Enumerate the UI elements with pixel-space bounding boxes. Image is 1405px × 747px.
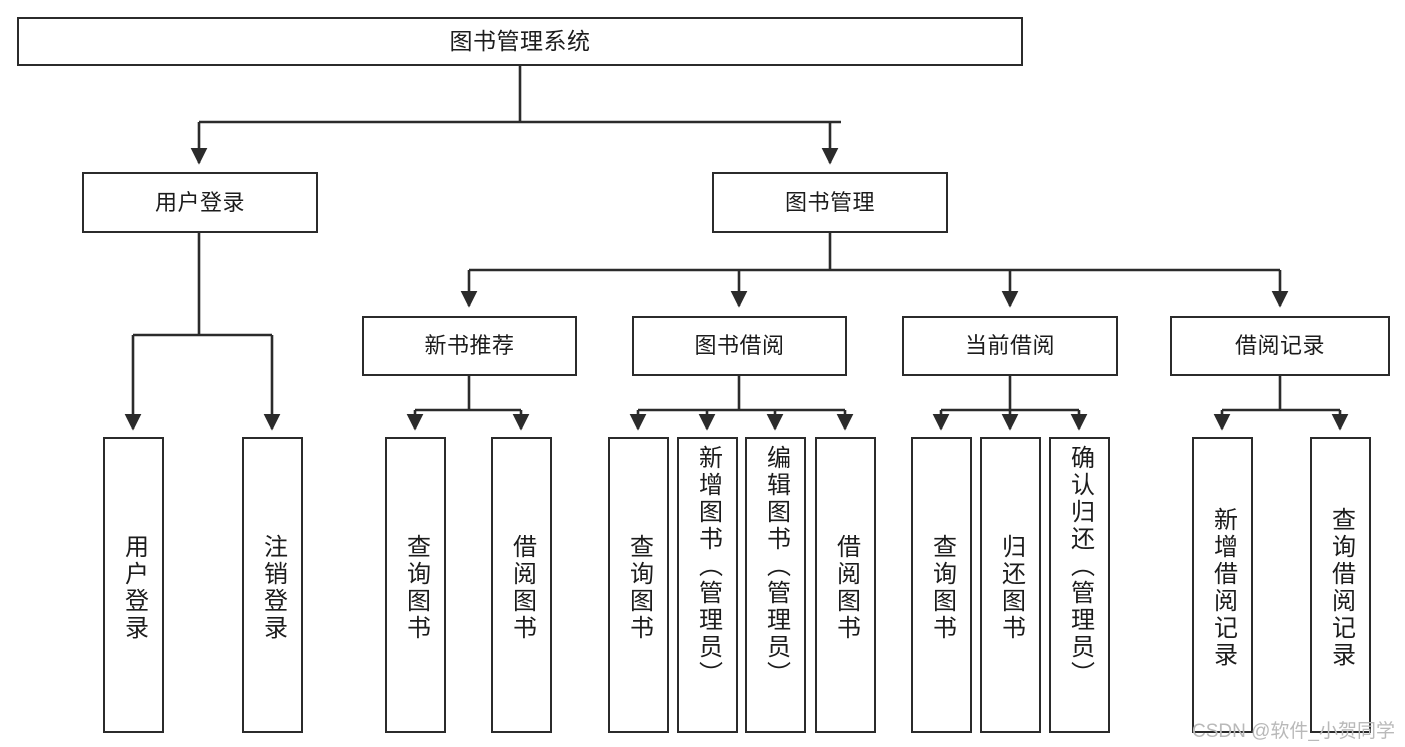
- leaf-edit-book[interactable]: 编辑图书（管理员）: [745, 437, 806, 733]
- node-book-management[interactable]: 图书管理: [712, 172, 948, 233]
- node-label: 编辑图书（管理员）: [762, 445, 790, 688]
- node-label: 图书管理系统: [449, 27, 591, 54]
- node-label: 查询图书: [625, 534, 653, 642]
- leaf-add-book[interactable]: 新增图书（管理员）: [677, 437, 738, 733]
- node-label: 图书借阅: [694, 333, 785, 359]
- node-label: 查询图书: [928, 534, 956, 642]
- node-label: 用户登录: [154, 189, 245, 215]
- node-label: 借阅图书: [832, 534, 860, 642]
- node-label: 新书推荐: [424, 333, 515, 359]
- node-current-borrow[interactable]: 当前借阅: [902, 316, 1118, 376]
- leaf-user-login[interactable]: 用户登录: [103, 437, 164, 733]
- node-label: 新增图书（管理员）: [694, 445, 722, 688]
- node-label: 新增借阅记录: [1209, 507, 1237, 669]
- leaf-logout-login[interactable]: 注销登录: [242, 437, 303, 733]
- leaf-confirm-return[interactable]: 确认归还（管理员）: [1049, 437, 1110, 733]
- node-label: 注销登录: [259, 534, 287, 642]
- leaf-query-book-2[interactable]: 查询图书: [608, 437, 669, 733]
- leaf-query-book-3[interactable]: 查询图书: [911, 437, 972, 733]
- leaf-borrow-book-2[interactable]: 借阅图书: [815, 437, 876, 733]
- leaf-add-borrow-record[interactable]: 新增借阅记录: [1192, 437, 1253, 733]
- leaf-query-book-1[interactable]: 查询图书: [385, 437, 446, 733]
- node-label: 图书管理: [784, 189, 875, 215]
- node-label: 查询图书: [402, 534, 430, 642]
- node-label: 归还图书: [997, 534, 1025, 642]
- node-label: 当前借阅: [964, 333, 1055, 359]
- csdn-watermark: CSDN @软件_小贺同学: [1192, 721, 1395, 742]
- node-label: 借阅图书: [508, 534, 536, 642]
- leaf-return-book[interactable]: 归还图书: [980, 437, 1041, 733]
- node-borrow-record[interactable]: 借阅记录: [1170, 316, 1390, 376]
- node-label: 确认归还（管理员）: [1066, 445, 1094, 688]
- node-label: 借阅记录: [1234, 333, 1325, 359]
- node-user-login[interactable]: 用户登录: [82, 172, 318, 233]
- node-new-book-recommend[interactable]: 新书推荐: [362, 316, 577, 376]
- node-root-book-management-system[interactable]: 图书管理系统: [17, 17, 1023, 66]
- leaf-borrow-book-1[interactable]: 借阅图书: [491, 437, 552, 733]
- node-label: 查询借阅记录: [1327, 507, 1355, 669]
- leaf-query-borrow-record[interactable]: 查询借阅记录: [1310, 437, 1371, 733]
- node-book-borrow[interactable]: 图书借阅: [632, 316, 847, 376]
- node-label: 用户登录: [120, 534, 148, 642]
